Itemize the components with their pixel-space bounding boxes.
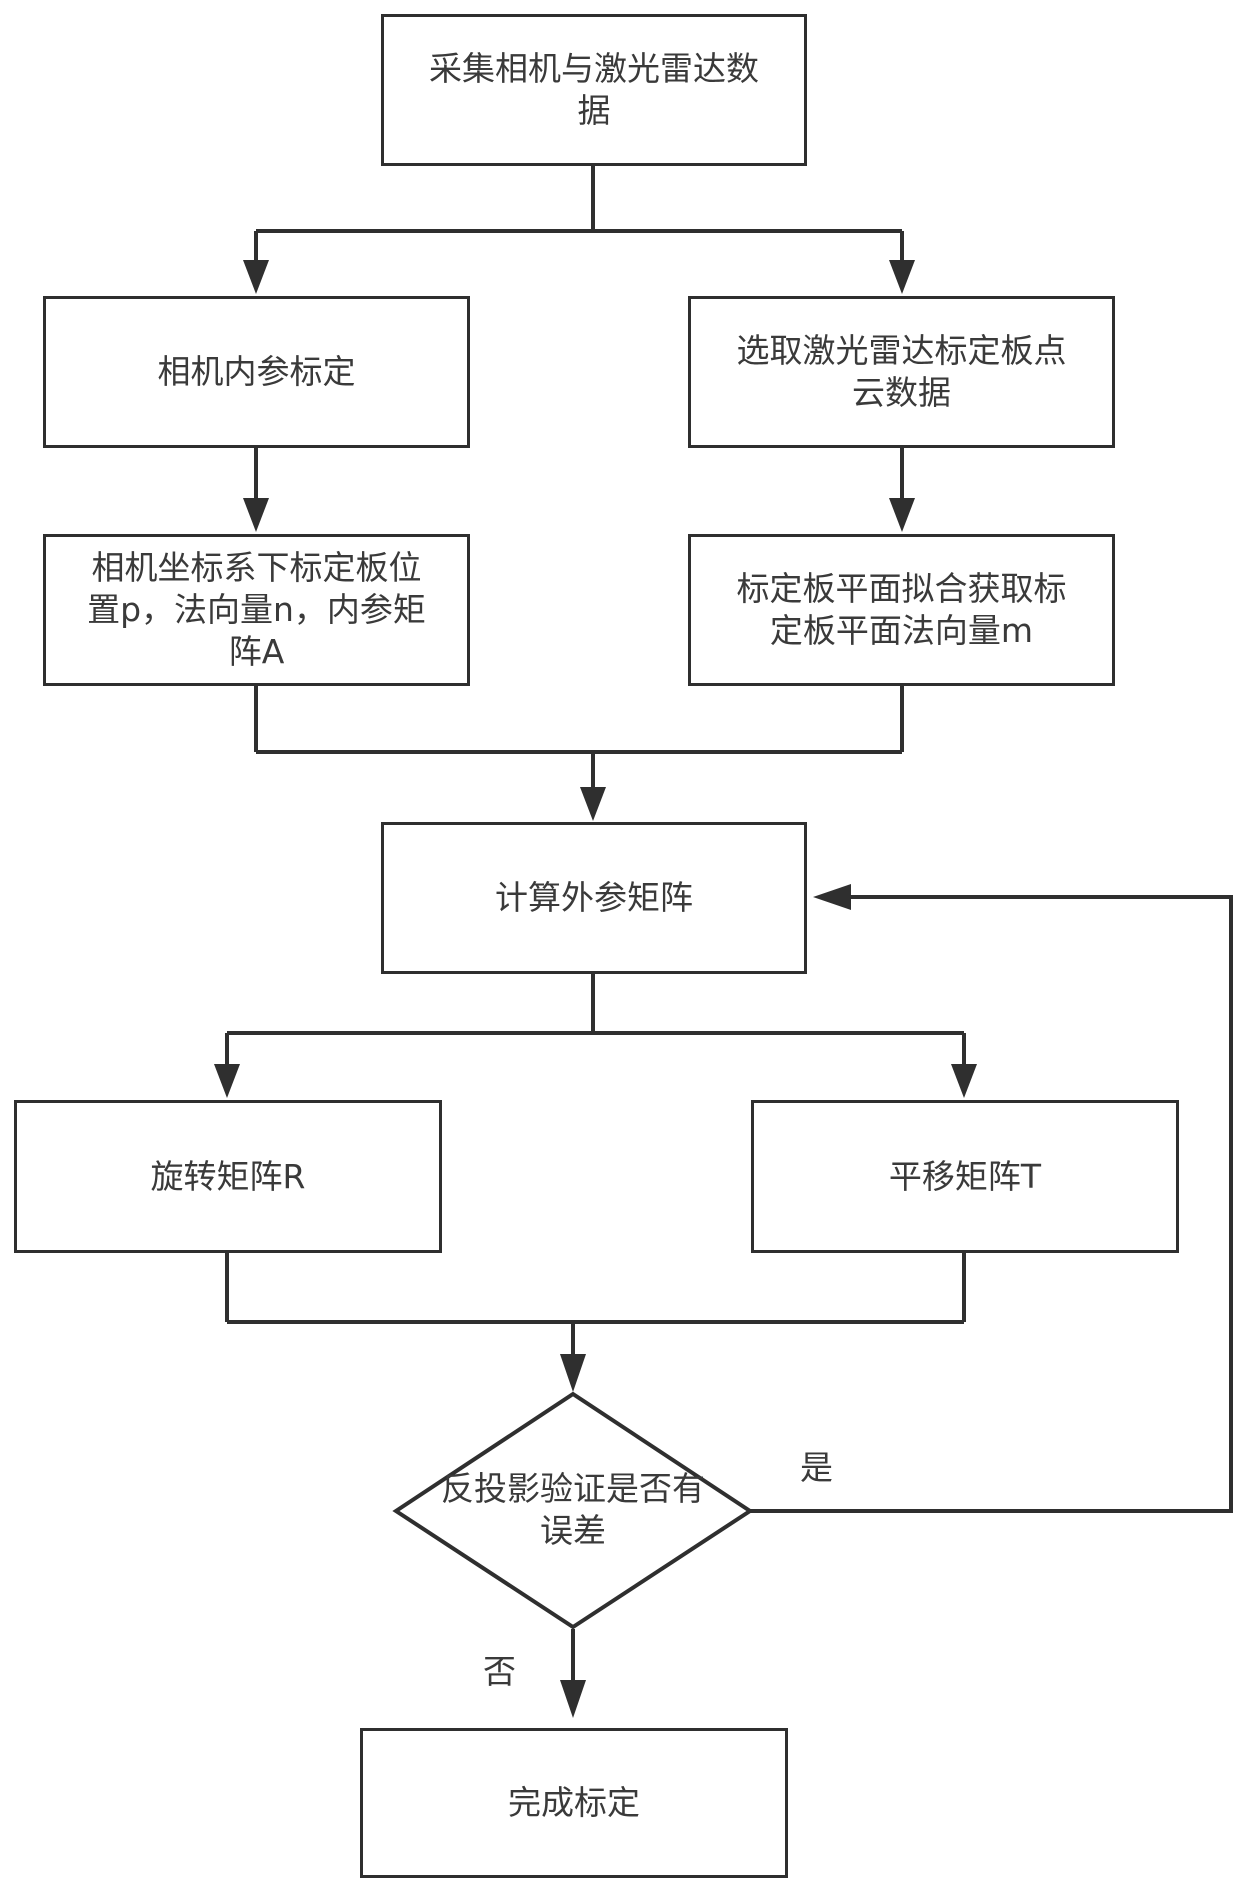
edge-label-yes: 是: [800, 1448, 833, 1487]
arrowhead-rotation: [214, 1064, 240, 1098]
decision-diamond: [392, 1391, 754, 1630]
node-camera-frame-board-label: 相机坐标系下标定板位 置p，法向量n，内参矩 阵A: [87, 548, 426, 671]
node-rotation-matrix: 旋转矩阵R: [14, 1100, 442, 1253]
node-translation-matrix-label: 平移矩阵T: [888, 1156, 1042, 1196]
connector-yes-loop: [750, 895, 1233, 1513]
node-compute-extrinsic-label: 计算外参矩阵: [495, 878, 693, 917]
node-calibration-done: 完成标定: [360, 1728, 788, 1878]
node-rotation-matrix-label: 旋转矩阵R: [150, 1156, 306, 1196]
arrowhead-decision: [560, 1354, 586, 1392]
decision-label: 反投影验证是否有 误差: [441, 1469, 705, 1550]
node-compute-extrinsic: 计算外参矩阵: [381, 822, 807, 974]
node-select-lidar-points-label: 选取激光雷达标定板点 云数据: [736, 331, 1067, 412]
node-calibration-done-label: 完成标定: [508, 1783, 640, 1822]
arrowhead-extrinsic: [580, 787, 606, 821]
arrowhead-camera-frame: [243, 498, 269, 532]
node-translation-matrix: 平移矩阵T: [751, 1100, 1179, 1253]
node-camera-frame-board: 相机坐标系下标定板位 置p，法向量n，内参矩 阵A: [43, 534, 470, 686]
node-plane-fit-label: 标定板平面拟合获取标 定板平面法向量m: [736, 569, 1067, 650]
node-select-lidar-points: 选取激光雷达标定板点 云数据: [688, 296, 1115, 448]
arrowhead-translation: [951, 1064, 977, 1098]
arrowhead-select-lidar: [889, 260, 915, 294]
node-plane-fit: 标定板平面拟合获取标 定板平面法向量m: [688, 534, 1115, 686]
arrowhead-yes-loop: [813, 884, 851, 910]
arrowhead-plane-fit: [889, 498, 915, 532]
node-camera-intrinsic: 相机内参标定: [43, 296, 470, 448]
node-camera-intrinsic-label: 相机内参标定: [157, 352, 356, 391]
node-collect-data-label: 采集相机与激光雷达数 据: [429, 49, 759, 130]
arrowhead-intrinsic: [243, 260, 269, 294]
arrowhead-done: [560, 1680, 586, 1718]
node-collect-data: 采集相机与激光雷达数 据: [381, 14, 807, 166]
edge-label-no: 否: [483, 1652, 516, 1691]
